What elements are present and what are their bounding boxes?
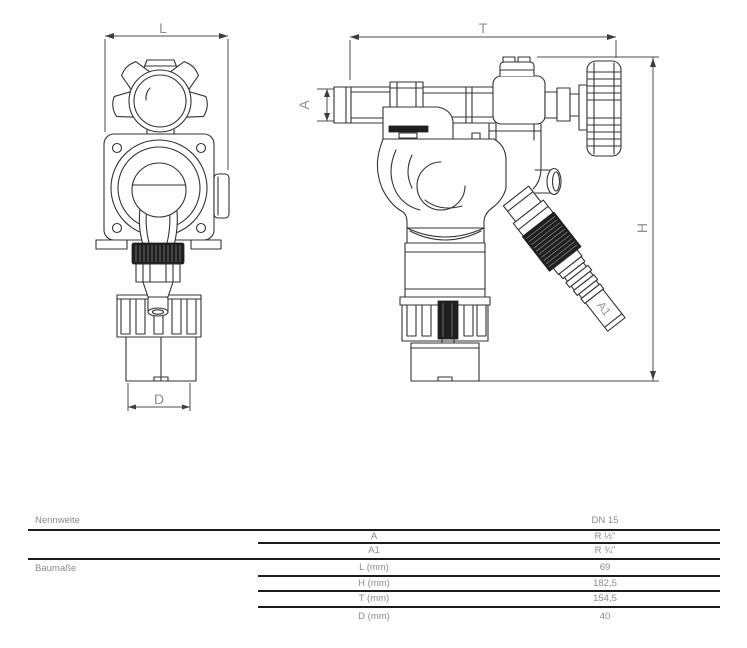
row-param: A1 — [368, 545, 380, 557]
table-row: H (mm) 182,5 — [28, 577, 720, 592]
spec-table: Nennweite DN 15 A R ½" A1 R ¾" Baumaße L… — [28, 512, 720, 625]
cap-slot — [517, 56, 531, 63]
dimension-label-D: D — [154, 391, 164, 407]
row-group-label: Baumaße — [35, 562, 77, 574]
side-tab — [213, 173, 230, 219]
row-value: 40 — [599, 610, 611, 622]
stem-connector — [544, 84, 588, 131]
flange-screw — [111, 142, 123, 154]
flange-screw — [195, 142, 207, 154]
dimension-label-A: A — [296, 100, 312, 110]
wing-handle — [112, 59, 208, 152]
dimension-label-T: T — [479, 20, 488, 36]
dimension-A: A — [296, 88, 337, 122]
table-row: A1 R ¾" — [28, 544, 720, 560]
cap-slot — [502, 56, 516, 63]
knurled-ring — [131, 242, 185, 265]
row-value: R ½" — [594, 530, 616, 542]
volute-body — [376, 138, 507, 229]
union-nut-side — [399, 296, 491, 344]
table-row: Baumaße L (mm) 69 — [28, 560, 720, 577]
dimension-label-H: H — [634, 223, 650, 233]
table-row: A R ½" — [28, 531, 720, 544]
row-param: D (mm) — [358, 610, 390, 622]
flange-screw — [195, 222, 207, 234]
row-value: R ¾" — [594, 545, 616, 557]
pump-body-front — [110, 139, 208, 253]
row-value: DN 15 — [591, 514, 619, 526]
nozzle — [135, 263, 181, 283]
row-param: H (mm) — [358, 577, 390, 589]
outlet-pipe-front — [125, 336, 197, 382]
table-row: D (mm) 40 — [28, 608, 720, 625]
dimension-D: D — [127, 383, 191, 411]
vent-funnel — [382, 106, 454, 140]
lower-cylinder — [404, 227, 486, 298]
table-row: T (mm) 154,5 — [28, 592, 720, 608]
flange-screw — [111, 222, 123, 234]
dimension-L: L — [104, 20, 229, 170]
hose-outlet: A1 — [502, 185, 626, 332]
outlet-pipe-side — [410, 342, 480, 382]
row-group-label: Nennweite — [35, 514, 80, 526]
nozzle-tip — [142, 281, 174, 317]
valve-technical-drawing: L — [95, 20, 659, 411]
row-value: 69 — [599, 561, 611, 573]
row-param: A — [370, 530, 378, 542]
side-view: T H A — [296, 20, 659, 382]
row-param: L (mm) — [359, 561, 389, 573]
table-row: Nennweite DN 15 — [28, 512, 720, 531]
front-view: L — [95, 20, 230, 411]
tee-body — [492, 56, 546, 125]
handwheel — [586, 60, 622, 157]
dimension-H: H — [478, 56, 659, 382]
side-port — [534, 167, 562, 196]
row-param: T (mm) — [358, 593, 390, 605]
row-value: 182,5 — [593, 577, 617, 589]
dimension-label-L: L — [159, 20, 167, 36]
dimension-T: T — [349, 20, 617, 80]
row-value: 154,5 — [593, 593, 617, 605]
